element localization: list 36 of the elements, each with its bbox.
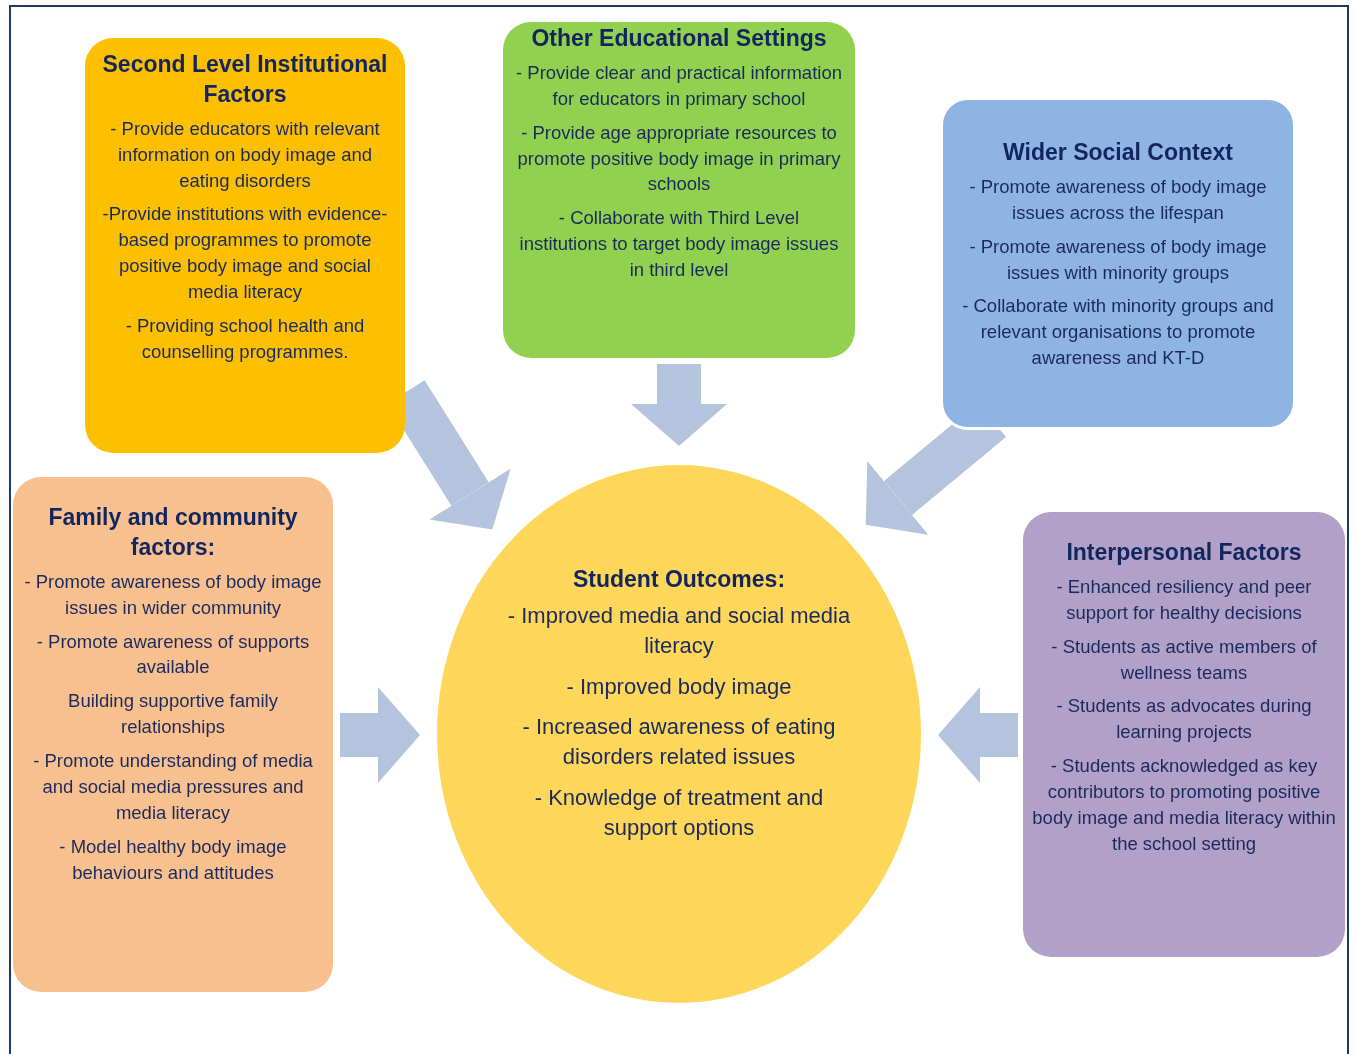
bullet-text: - Students as active members of wellness teams — [1050, 634, 1318, 685]
card-heading: Other Educational Settings — [531, 24, 827, 53]
card-heading: Student Outcomes: — [572, 565, 786, 594]
bullet-text: - Promote understanding of media and social media pressures and media literacy — [32, 749, 314, 825]
card-heading: Interpersonal Factors — [1066, 538, 1302, 567]
bullet-text: - Knowledge of treatment and support options — [533, 783, 825, 843]
bullet-text: - Providing school health and counselling programmes. — [124, 314, 366, 364]
block-arrow — [938, 687, 1018, 783]
bullet-text: - Students acknowledged as key contributors to promoting positive body image and media literacy within the school setting — [1031, 754, 1337, 856]
bullet-text: - Collaborate with Third Level institutions to target body image issues in third level — [518, 206, 840, 283]
bullet-text: -Provide institutions with evidence-based programmes to promote positive body image and social media literacy — [101, 202, 389, 305]
bullet-text: - Promote awareness of body image issues with minority groups — [968, 234, 1268, 285]
bullet-text: - Model healthy body image behaviours and attitudes — [58, 834, 288, 885]
bullet-text: - Improved body image — [566, 672, 792, 701]
bullet-text: - Students as advocates during learning projects — [1055, 694, 1313, 745]
factor-card — [85, 38, 405, 453]
card-heading: Wider Social Context — [1003, 138, 1233, 167]
card-heading: Second Level Institutional Factors — [101, 50, 389, 109]
bullet-text: - Enhanced resiliency and peer support for healthy decisions — [1055, 574, 1313, 625]
bullet-text: - Promote awareness of body image issues in wider community — [23, 569, 323, 620]
bullet-text: - Collaborate with minority groups and relevant organisations to promote awareness and KT-D — [961, 294, 1275, 371]
bullet-text: - Increased awareness of eating disorders related issues — [521, 712, 837, 772]
block-arrow — [631, 364, 727, 446]
factor-card — [1023, 512, 1345, 957]
factor-card — [940, 97, 1296, 430]
block-arrow — [340, 687, 420, 783]
bullet-text: - Improved media and social media literacy — [506, 601, 852, 661]
bullet-text: - Promote awareness of body image issues across the lifespan — [968, 174, 1268, 225]
bullet-text: - Promote awareness of supports available — [35, 629, 311, 680]
bullet-text: - Provide educators with relevant information on body image and eating disorders — [109, 116, 381, 193]
factor-card — [503, 22, 855, 358]
bullet-text: - Provide age appropriate resources to promote positive body image in primary schools — [516, 120, 842, 197]
card-heading: Family and community factors: — [47, 503, 299, 562]
factor-card — [13, 477, 333, 992]
bullet-text: Building supportive family relationships — [67, 689, 279, 740]
bullet-text: - Provide clear and practical information for educators in primary school — [515, 60, 843, 111]
